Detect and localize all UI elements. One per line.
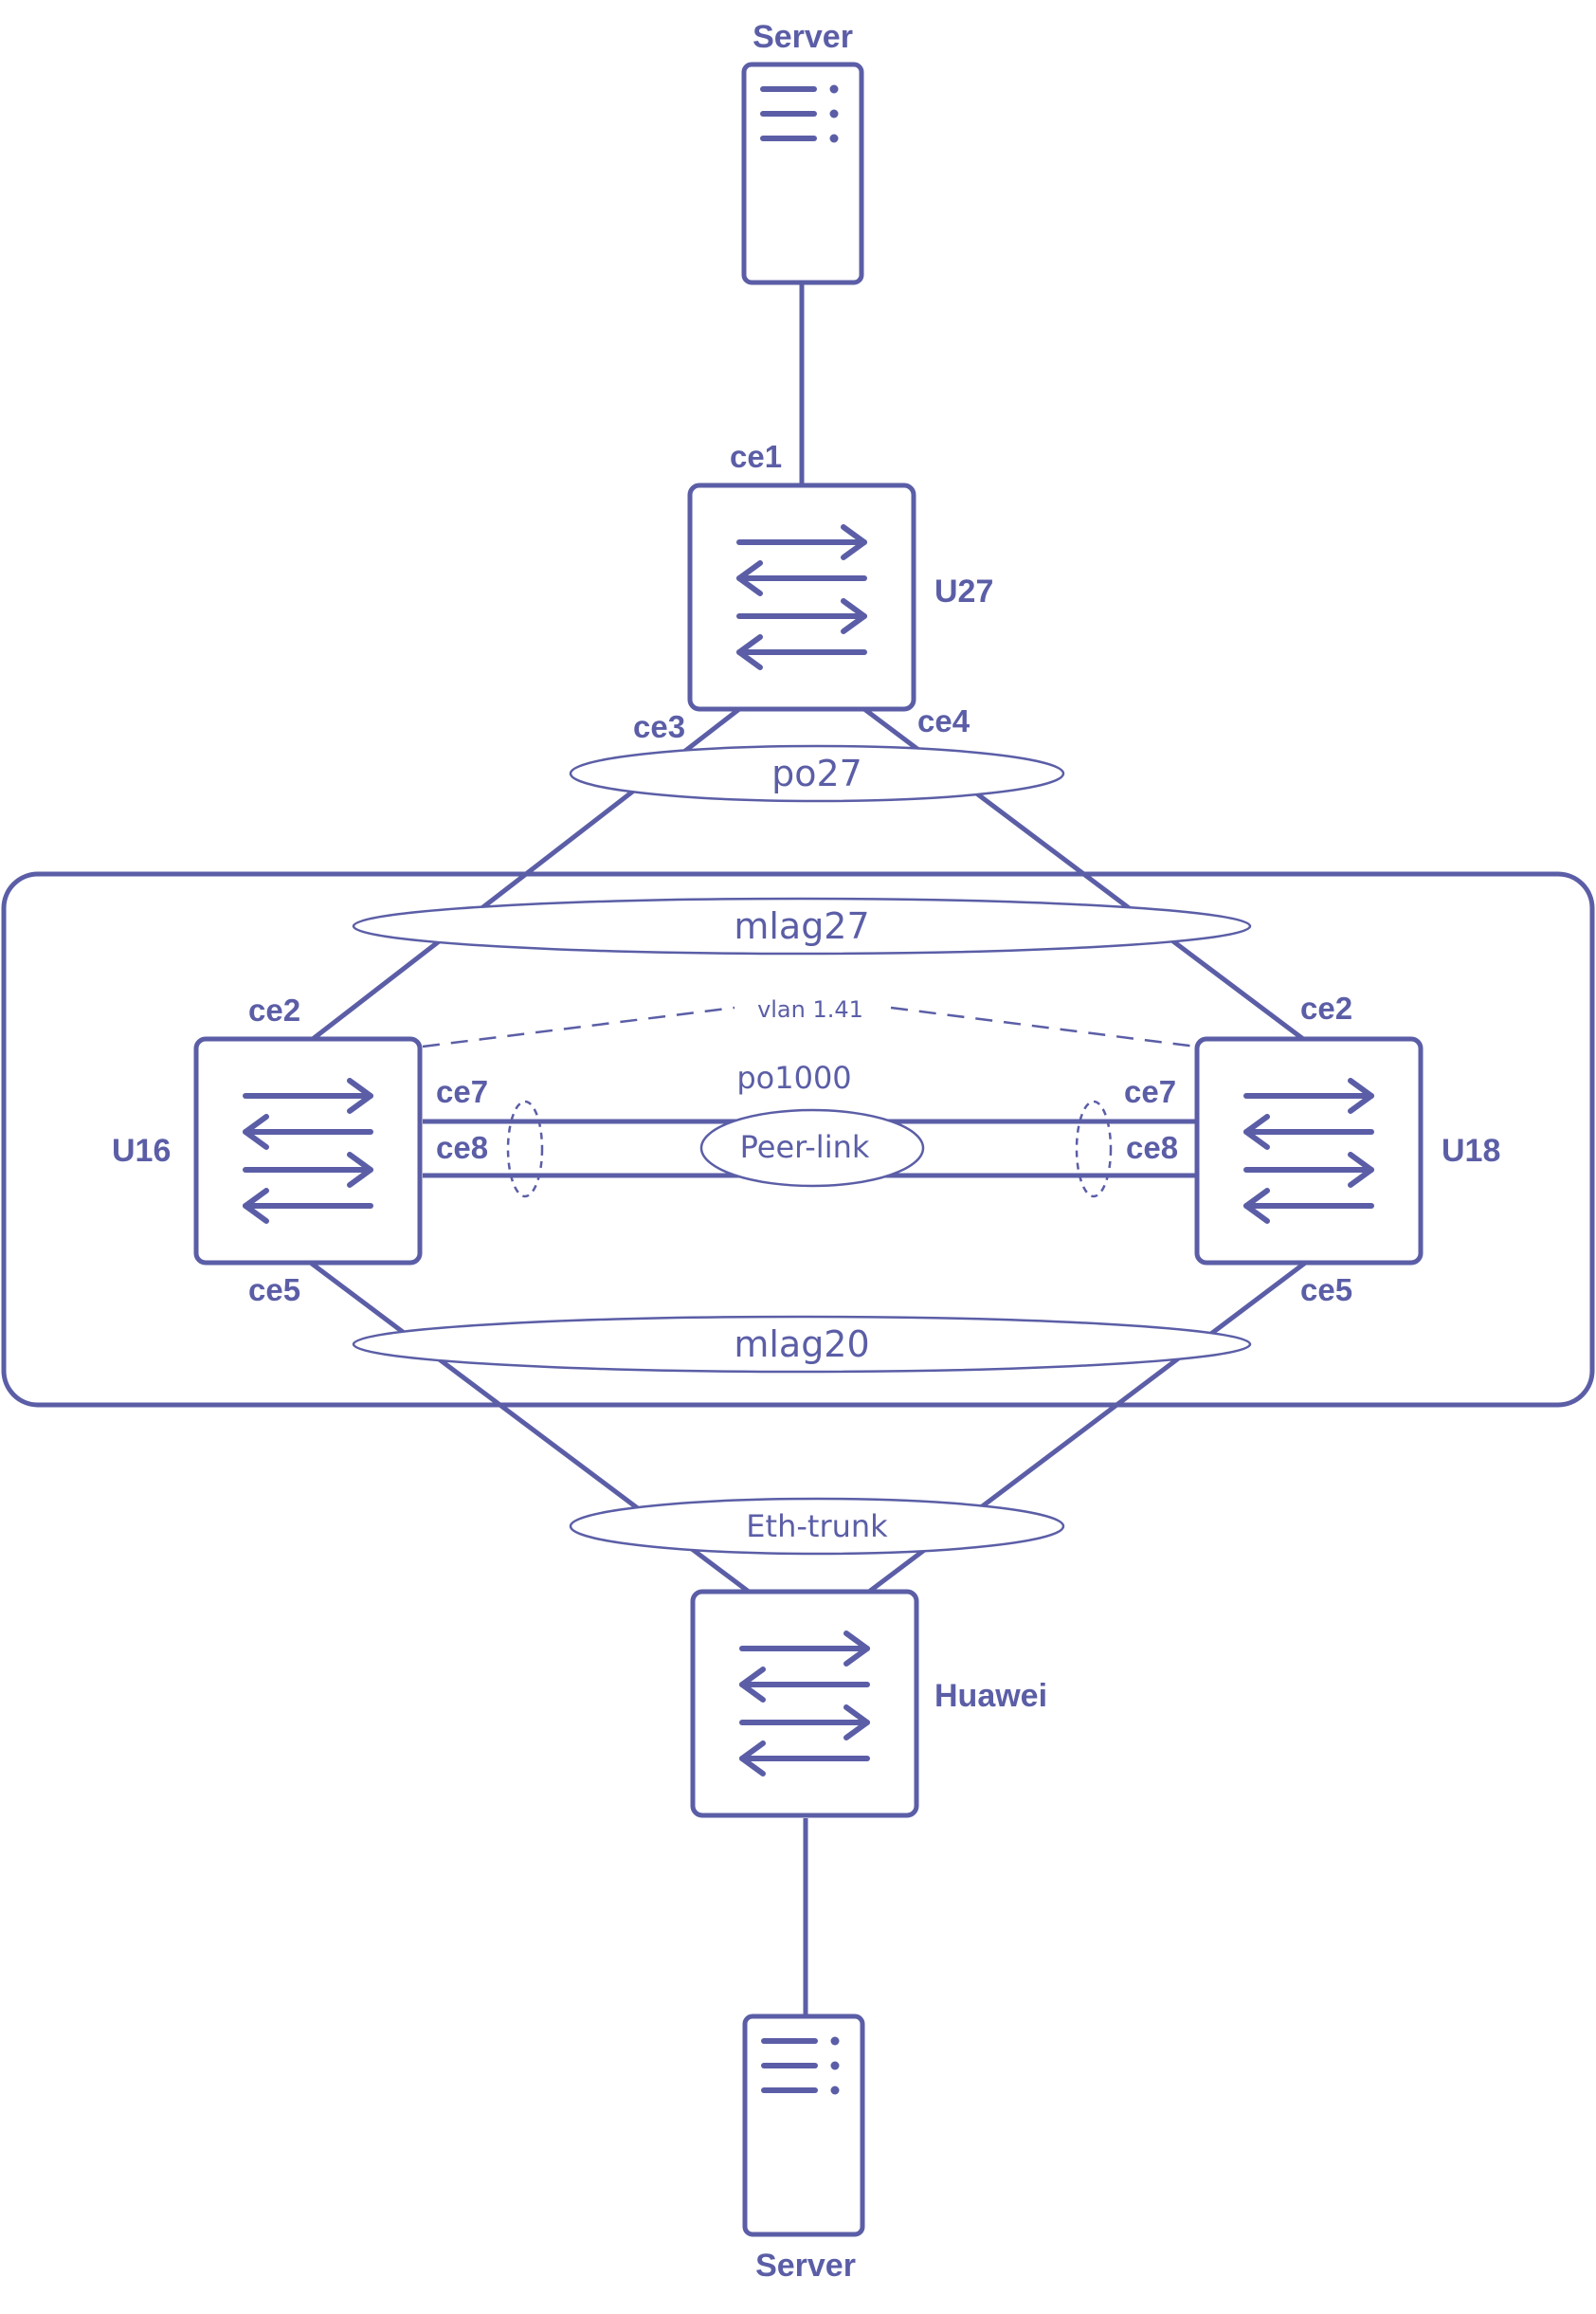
server-led-dot <box>830 2086 840 2095</box>
eth-trunk-ellipse <box>569 1497 1065 1556</box>
po27-label: po27 <box>771 753 862 794</box>
arrow-right-icon <box>843 1631 870 1667</box>
server-top[interactable] <box>741 62 864 285</box>
server-icon <box>760 84 839 143</box>
arrow-left-icon <box>243 1114 269 1150</box>
ce7-ce8-bundle-markers <box>506 1100 1113 1198</box>
arrow-left-icon <box>736 560 763 596</box>
switch-icon <box>243 1078 373 1224</box>
server-led-dot <box>829 134 839 143</box>
server-led-dot <box>829 84 839 94</box>
port-label-u18-ce5: ce5 <box>1300 1272 1352 1307</box>
huawei-label: Huawei <box>934 1678 1047 1714</box>
port-label-u18-ce8: ce8 <box>1126 1130 1178 1165</box>
switch-icon <box>1243 1078 1374 1224</box>
port-label-u16-ce5: ce5 <box>248 1272 300 1307</box>
port-label-u27-ce4: ce4 <box>917 703 970 738</box>
server-bottom-label: Server <box>755 2248 856 2284</box>
arrow-right-icon <box>843 1704 870 1740</box>
u27-label: U27 <box>934 574 993 610</box>
server-led-dot <box>830 2061 840 2070</box>
port-label-u27-ce1: ce1 <box>730 439 782 474</box>
peer-link-ellipse <box>699 1108 925 1188</box>
mlag20-label: mlag20 <box>734 1323 869 1365</box>
port-label-u27-ce3: ce3 <box>633 709 685 744</box>
u27-switch[interactable] <box>687 483 916 712</box>
u18-label: U18 <box>1442 1133 1500 1169</box>
arrow-right-icon <box>1348 1078 1374 1114</box>
u16-switch[interactable] <box>193 1036 423 1266</box>
arrow-right-icon <box>1348 1152 1374 1188</box>
port-label-u18-ce7: ce7 <box>1124 1074 1176 1109</box>
po1000-label: po1000 <box>736 1060 851 1096</box>
server-top-label: Server <box>753 19 853 55</box>
u18-switch[interactable] <box>1194 1036 1424 1266</box>
switch-icon <box>736 524 867 670</box>
vlan-dashed-link <box>422 1006 1197 1048</box>
server-bottom[interactable] <box>742 2013 865 2237</box>
peer-link-label: Peer-link <box>740 1129 870 1165</box>
u16-label: U16 <box>112 1133 171 1169</box>
arrow-right-icon <box>841 524 867 560</box>
server-led-dot <box>829 109 839 118</box>
po27-ellipse <box>569 744 1065 803</box>
mlag20-ellipse <box>352 1315 1252 1374</box>
huawei-switch[interactable] <box>690 1589 919 1818</box>
server-icon <box>761 2036 840 2095</box>
u18-bundle-marker <box>1075 1100 1113 1198</box>
arrow-right-icon <box>841 598 867 634</box>
mlag-domain-box <box>1 871 1595 1408</box>
arrow-left-icon <box>739 1667 766 1703</box>
server-led-dot <box>830 2036 840 2046</box>
arrow-left-icon <box>736 634 763 670</box>
arrow-right-icon <box>347 1078 373 1114</box>
port-label-u16-ce2: ce2 <box>248 993 300 1028</box>
port-label-u16-ce7: ce7 <box>436 1074 488 1109</box>
arrow-left-icon <box>1243 1188 1270 1224</box>
mlag27-ellipse <box>352 897 1252 956</box>
mlag27-label: mlag27 <box>734 905 869 947</box>
lag-ellipses <box>352 744 1252 1556</box>
vlan-label: vlan 1.41 <box>757 996 863 1023</box>
arrow-left-icon <box>243 1188 269 1224</box>
arrow-right-icon <box>347 1152 373 1188</box>
port-label-u18-ce2: ce2 <box>1300 991 1352 1026</box>
switch-icon <box>739 1631 870 1776</box>
port-label-u16-ce8: ce8 <box>436 1130 488 1165</box>
arrow-left-icon <box>739 1740 766 1776</box>
u16-bundle-marker <box>506 1100 544 1198</box>
arrow-left-icon <box>1243 1114 1270 1150</box>
eth-trunk-label: Eth-trunk <box>746 1508 888 1544</box>
